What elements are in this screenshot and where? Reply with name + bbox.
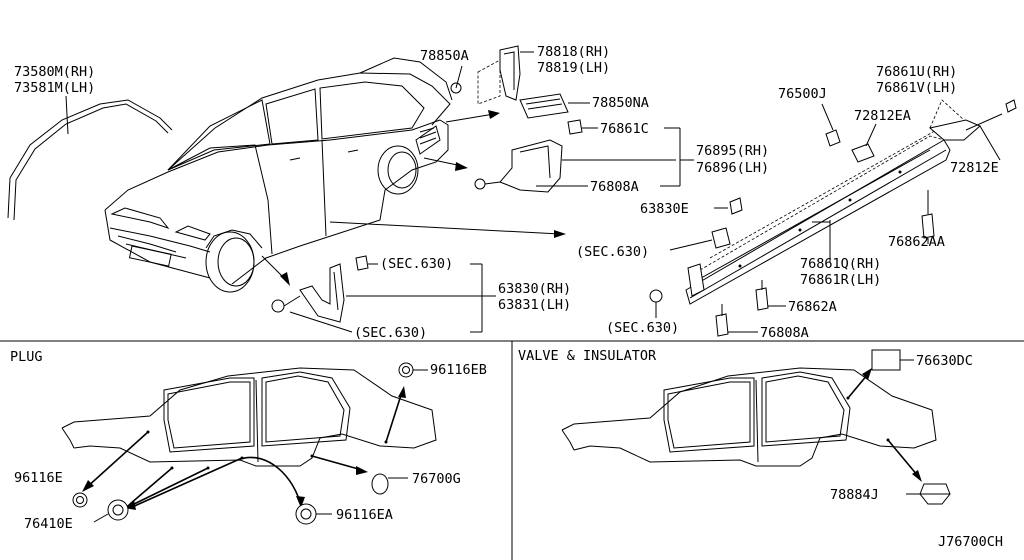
clip-63830e [714,197,743,215]
valve-panel-title: VALVE & INSULATOR [518,348,657,364]
label-73580m: 73580M(RH) [14,64,95,80]
clip-sec630-mid [669,227,731,251]
bracket-76861c-76895 [660,127,694,187]
label-76896: 76896(LH) [696,160,769,176]
arrow-to-grille [445,110,500,123]
clip-72812e [965,99,1017,161]
label-78850na: 78850NA [592,95,649,111]
clip-76862a [755,280,786,311]
label-72812e: 72812E [950,160,999,176]
valve-parts [871,349,951,505]
arrow-to-protector [423,157,468,171]
clip-76500j [821,103,841,147]
label-76410e: 76410E [24,516,73,532]
label-63831: 63831(LH) [498,297,571,313]
label-63830: 63830(RH) [498,281,571,297]
clip-78850a [450,65,463,94]
label-78819: 78819(LH) [537,60,610,76]
plug-parts [72,362,428,525]
label-76861u: 76861U(RH) [876,64,957,80]
valve-body-side [561,367,937,467]
diagram-code: J76700CH [938,534,1003,550]
label-76895: 76895(RH) [696,143,769,159]
label-96116eb: 96116EB [430,362,487,378]
mud-guard-78818 [477,45,534,105]
label-96116e: 96116E [14,470,63,486]
clip-76808a-bottom [715,304,758,337]
label-76808a-bottom: 76808A [760,325,809,341]
label-78884j: 78884J [830,487,879,503]
clip-76862aa [921,190,935,244]
label-73581m: 73581M(LH) [14,80,95,96]
label-sec630-front-top: (SEC.630) [380,256,453,272]
label-76808a-top: 76808A [590,179,639,195]
label-76500j: 76500J [778,86,827,102]
mud-guard-63830 [271,255,496,333]
label-78818: 78818(RH) [537,44,610,60]
plug-body-side [61,367,437,470]
arrow-to-front-guard [261,255,290,286]
label-76861v: 76861V(LH) [876,80,957,96]
valve-arrows [847,368,922,482]
bracket-76861q [812,220,831,262]
clip-72812ea [851,123,877,163]
arrow-to-sill [329,221,566,238]
label-76862a: 76862A [788,299,837,315]
clip-76861c [567,119,598,135]
clip-sec630-bottom [649,289,663,318]
label-76630dc: 76630DC [916,353,973,369]
label-72812ea: 72812EA [854,108,911,124]
panel-dividers [0,340,1024,560]
plug-arrows [82,386,406,510]
grille-78850na [519,93,590,119]
plug-panel-title: PLUG [10,349,43,365]
label-76700g: 76700G [412,471,461,487]
label-78850a: 78850A [420,48,469,64]
label-sec630-front-bottom: (SEC.630) [354,325,427,341]
label-76861q: 76861Q(RH) [800,256,881,272]
label-76862aa: 76862AA [888,234,945,250]
label-96116ea: 96116EA [336,507,393,523]
label-63830e: 63830E [640,201,689,217]
mud-protector-76895 [474,139,676,193]
roof-molding [7,95,173,221]
label-sec630-bottom: (SEC.630) [606,320,679,336]
labels: 73580M(RH) 73581M(LH) 78850A 78818(RH) 7… [10,44,1003,550]
label-76861c: 76861C [600,121,649,137]
label-76861r: 76861R(LH) [800,272,881,288]
label-sec630-mid: (SEC.630) [576,244,649,260]
car-illustration [104,57,453,293]
